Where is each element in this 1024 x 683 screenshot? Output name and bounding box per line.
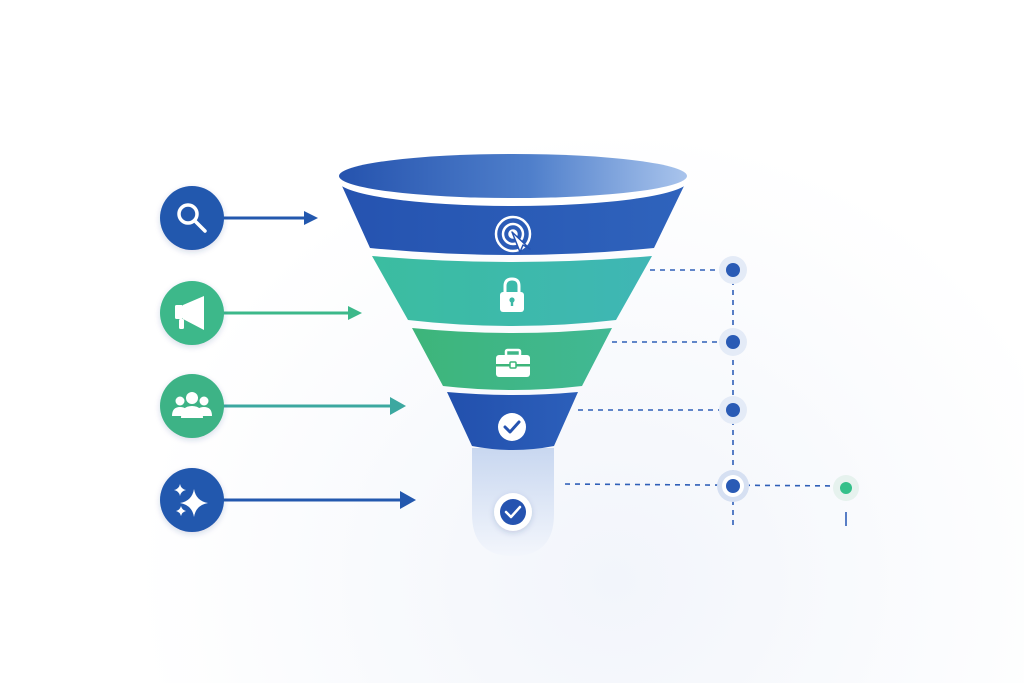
checkmark-icon-bg [498, 413, 526, 441]
funnel-outlet [472, 448, 554, 556]
click-target-icon [494, 215, 532, 253]
timeline-node-4[interactable] [717, 470, 749, 502]
lock-icon [500, 277, 524, 312]
left-item-users[interactable] [160, 374, 406, 438]
arrow-head-4 [400, 491, 416, 509]
arrow-head-1 [304, 211, 318, 225]
left-item-search[interactable] [160, 186, 318, 250]
funnel-stage-1[interactable] [342, 186, 684, 255]
funnel-stage-2[interactable] [372, 256, 652, 326]
checkmark-badge-icon [500, 499, 526, 525]
megaphone-icon [175, 296, 204, 330]
checkmark-icon [503, 420, 521, 434]
timeline-node-1[interactable] [719, 256, 747, 284]
funnel-stage-4[interactable] [447, 392, 578, 450]
briefcase-icon [496, 348, 530, 377]
timeline-node-5[interactable] [833, 475, 859, 501]
search-icon [177, 203, 207, 233]
arrow-head-2 [348, 306, 362, 320]
funnel-stage-3[interactable] [412, 328, 612, 390]
left-item-megaphone[interactable] [160, 281, 362, 345]
timeline-node-3[interactable] [719, 396, 747, 424]
connector-line-4 [564, 483, 846, 487]
funnel-rim [337, 154, 689, 206]
search-circle [160, 186, 224, 250]
users-group-icon [172, 392, 212, 418]
left-item-sparkle[interactable] [160, 468, 416, 532]
timeline-node-2[interactable] [719, 328, 747, 356]
arrow-head-3 [390, 397, 406, 415]
sparkle-icon [174, 484, 208, 517]
